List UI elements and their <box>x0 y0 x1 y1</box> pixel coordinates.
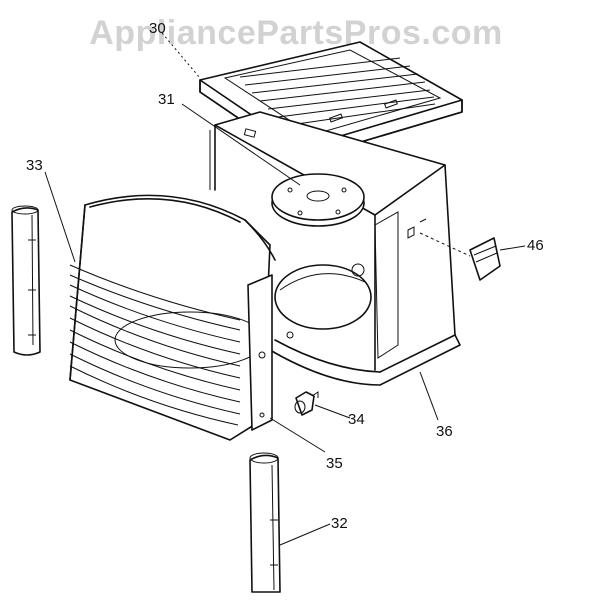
callout-46: 46 <box>527 237 544 254</box>
callout-35: 35 <box>326 455 343 472</box>
callout-36: 36 <box>436 423 453 440</box>
leader-lines <box>44 32 526 546</box>
grille-slats <box>239 57 436 126</box>
callout-30: 30 <box>149 20 166 37</box>
part-34-latch <box>294 391 319 416</box>
part-32-post-bottom <box>249 452 281 593</box>
louver-slats <box>69 264 241 426</box>
part-46-knob <box>469 237 501 281</box>
callout-31: 31 <box>158 91 175 108</box>
callout-labels: 30 31 33 46 34 36 35 32 <box>26 20 544 532</box>
part-31-blower-plate <box>271 173 365 227</box>
callout-33: 33 <box>26 157 43 174</box>
callout-32: 32 <box>331 515 348 532</box>
part-32-post-left <box>11 205 41 356</box>
callout-34: 34 <box>348 411 365 428</box>
part-33-front-wrap <box>69 194 276 441</box>
